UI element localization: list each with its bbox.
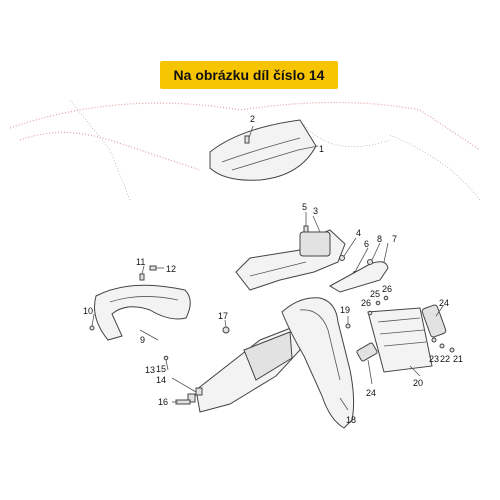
part-20-license-plate-holder[interactable] — [367, 307, 433, 373]
callout-5: 5 — [302, 202, 307, 212]
part-14-spacer[interactable] — [187, 393, 196, 403]
callout-9: 9 — [140, 335, 145, 345]
callout-2: 2 — [250, 114, 255, 124]
callout-14: 14 — [156, 375, 166, 385]
background-body-outline — [9, 99, 481, 201]
callout-24-lower: 24 — [366, 388, 376, 398]
callout-3: 3 — [313, 206, 318, 216]
part-12-bolt[interactable] — [149, 265, 157, 271]
callout-25: 25 — [370, 289, 380, 299]
callout-26-right: 26 — [382, 284, 392, 294]
part-3-bracket[interactable] — [235, 229, 346, 291]
part-10-screw[interactable] — [89, 325, 95, 331]
part-21-screw[interactable] — [449, 347, 455, 353]
part-26-screw-right[interactable] — [383, 295, 389, 301]
part-18-rear-mudguard[interactable] — [281, 297, 355, 429]
part-25-screw[interactable] — [375, 300, 381, 306]
part-lower-bracket[interactable] — [195, 325, 301, 413]
callout-6: 6 — [364, 239, 369, 249]
callout-17: 17 — [218, 311, 228, 321]
callout-1: 1 — [319, 144, 324, 154]
part-2-screw[interactable] — [244, 135, 250, 144]
part-17-nut[interactable] — [222, 326, 230, 334]
part-19-screw[interactable] — [345, 323, 351, 329]
part-26-screw-left[interactable] — [367, 310, 373, 316]
callout-26-left: 26 — [361, 298, 371, 308]
part-8-screw[interactable] — [367, 259, 373, 265]
callout-16: 16 — [158, 397, 168, 407]
callout-24-upper: 24 — [439, 298, 449, 308]
part-23-nut[interactable] — [431, 337, 437, 343]
callout-10: 10 — [83, 306, 93, 316]
callout-21: 21 — [453, 354, 463, 364]
part-7-reflector-light[interactable] — [328, 261, 389, 293]
callout-18: 18 — [346, 415, 356, 425]
callout-4: 4 — [356, 228, 361, 238]
callout-12: 12 — [166, 264, 176, 274]
banner-text: Na obrázku díl číslo 14 — [173, 67, 325, 83]
part-9-front-mudguard[interactable] — [94, 284, 191, 341]
callout-23: 23 — [429, 354, 439, 364]
callout-13: 13 — [145, 365, 155, 375]
callout-11: 11 — [136, 257, 145, 267]
leader-lines — [91, 125, 444, 411]
title-banner: Na obrázku díl číslo 14 — [160, 61, 338, 89]
callout-22: 22 — [440, 354, 450, 364]
callout-15: 15 — [156, 364, 166, 374]
callout-19: 19 — [340, 305, 350, 315]
part-22-washer[interactable] — [439, 343, 445, 349]
part-24-reflector-lower[interactable] — [356, 342, 378, 362]
part-11-screw[interactable] — [139, 273, 145, 281]
part-4-grommet[interactable] — [339, 255, 345, 261]
part-1-rear-cover[interactable] — [209, 119, 317, 181]
callout-8: 8 — [377, 234, 382, 244]
callout-labels: 1 2 3 4 5 6 7 8 9 10 11 12 13 14 15 16 1… — [83, 114, 463, 425]
part-15-bushing[interactable] — [195, 387, 203, 396]
part-5-bolt[interactable] — [303, 225, 309, 233]
part-13-rivet[interactable] — [163, 355, 169, 361]
callout-7: 7 — [392, 234, 397, 244]
part-16-bolt[interactable] — [175, 399, 191, 405]
callout-20: 20 — [413, 378, 423, 388]
part-24-reflector-upper[interactable] — [421, 304, 447, 338]
